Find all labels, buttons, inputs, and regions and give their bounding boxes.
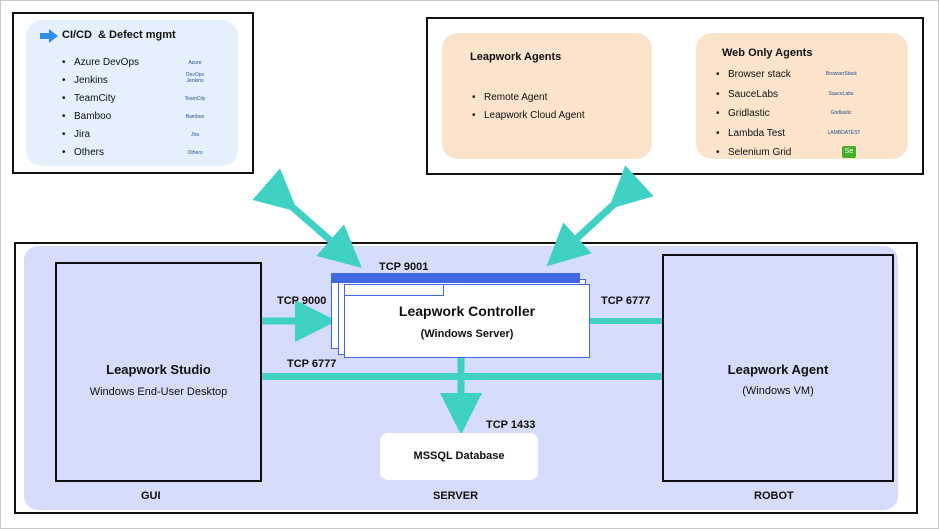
leapwork-agents-panel: Leapwork Agents Remote Agent Leapwork Cl… bbox=[442, 33, 652, 159]
cicd-title: CI/CD & Defect mgmt bbox=[62, 29, 176, 41]
agent-subtitle: (Windows VM) bbox=[742, 385, 814, 397]
agent-item: Leapwork Cloud Agent bbox=[472, 107, 642, 125]
selenium-logo-icon: Se bbox=[842, 146, 856, 158]
controller-agent-line bbox=[590, 318, 662, 324]
browserstack-logo-icon: BrowserStack bbox=[826, 71, 857, 77]
leapwork-agents-title: Leapwork Agents bbox=[470, 51, 562, 63]
controller-tab bbox=[344, 284, 444, 296]
saucelabs-logo-icon: SauceLabs bbox=[828, 90, 854, 97]
controller-title: Leapwork Controller bbox=[398, 303, 536, 319]
gui-section-label: GUI bbox=[141, 490, 161, 502]
jira-logo-icon: Jira bbox=[190, 132, 200, 138]
bamboo-logo-icon: Bamboo bbox=[185, 114, 205, 120]
tcp-9000-label: TCP 9000 bbox=[277, 295, 327, 307]
cicd-controller-arrow bbox=[252, 168, 362, 268]
jenkins-logo-icon: Jenkins bbox=[186, 78, 204, 84]
studio-subtitle: Windows End-User Desktop bbox=[89, 386, 228, 398]
azure-devops-logo-icon: Azure DevOps bbox=[185, 60, 205, 78]
controller-box: Leapwork Controller (Windows Server) bbox=[344, 284, 590, 358]
controller-title-bar bbox=[331, 273, 580, 283]
controller-subtitle: (Windows Server) bbox=[420, 328, 514, 340]
agents-frame: Leapwork Agents Remote Agent Leapwork Cl… bbox=[426, 17, 924, 175]
web-agents-panel: Web Only Agents Browser stackBrowserStac… bbox=[696, 33, 908, 162]
lambdatest-logo-icon: LAMBDATEST bbox=[827, 129, 861, 136]
agent-item: Remote Agent bbox=[472, 89, 642, 107]
tcp-9001-label: TCP 9001 bbox=[379, 261, 429, 273]
right-arrow-icon bbox=[40, 29, 58, 43]
tcp-6777-right-label: TCP 6777 bbox=[601, 295, 651, 307]
server-section-label: SERVER bbox=[433, 490, 479, 502]
studio-title: Leapwork Studio bbox=[106, 362, 211, 377]
leapwork-studio-box: Leapwork Studio Windows End-User Desktop bbox=[55, 262, 262, 482]
mssql-database-box: MSSQL Database bbox=[380, 433, 538, 480]
teamcity-logo-icon: TeamCity bbox=[184, 96, 206, 102]
tcp-6777-left-label: TCP 6777 bbox=[287, 358, 337, 370]
tcp-1433-label: TCP 1433 bbox=[486, 419, 536, 431]
agent-title: Leapwork Agent bbox=[727, 362, 829, 377]
agents-controller-arrow bbox=[546, 165, 654, 267]
others-logo-icon: Others bbox=[187, 150, 203, 156]
web-agents-title: Web Only Agents bbox=[722, 47, 813, 59]
leapwork-agent-box: Leapwork Agent (Windows VM) bbox=[662, 254, 894, 482]
gridlastic-logo-icon: Gridlastic bbox=[830, 110, 852, 116]
database-title: MSSQL Database bbox=[413, 450, 505, 462]
robot-section-label: ROBOT bbox=[754, 490, 794, 502]
leapwork-agents-list: Remote Agent Leapwork Cloud Agent bbox=[472, 89, 642, 125]
